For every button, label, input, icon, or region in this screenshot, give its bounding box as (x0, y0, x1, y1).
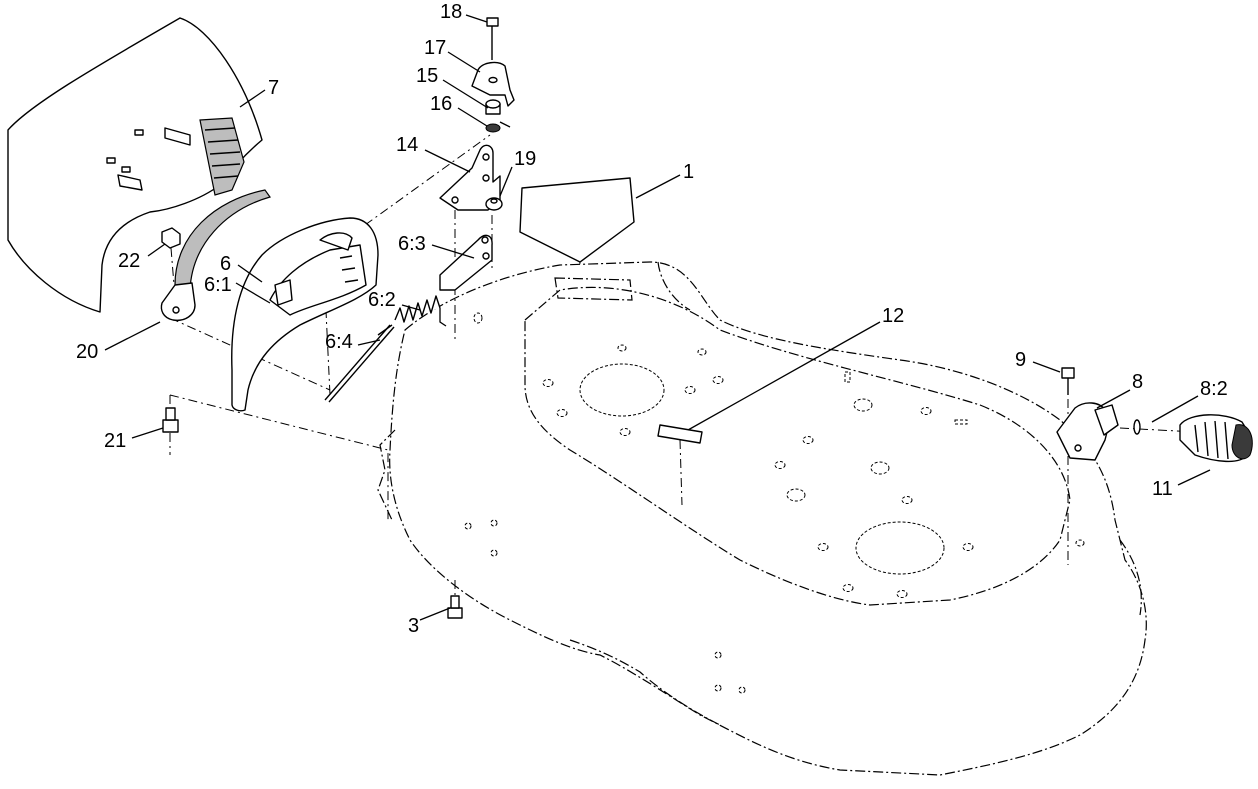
callout-20: 20 (76, 341, 98, 363)
mower-deck (377, 261, 1147, 776)
part-8-elbow-fitting (1056, 402, 1119, 461)
callout-12: 12 (882, 305, 904, 327)
leader-lines (104, 14, 1211, 621)
part-17-cap (471, 61, 515, 107)
part-18-bolt (486, 17, 499, 60)
callout-14: 14 (396, 134, 418, 156)
callout-21: 21 (104, 430, 126, 452)
callout-6-4: 6:4 (325, 331, 353, 353)
callout-8-2: 8:2 (1200, 378, 1228, 400)
callout-3: 3 (408, 615, 419, 637)
part-7-rear-shield (7, 17, 263, 313)
callout-6-1: 6:1 (204, 274, 232, 296)
callout-22: 22 (118, 250, 140, 272)
callout-17: 17 (424, 37, 446, 59)
part-6-chute-housing (231, 217, 379, 412)
callout-6-3: 6:3 (398, 233, 426, 255)
callout-8: 8 (1132, 371, 1143, 393)
part-6-1-curved-bar (174, 189, 271, 291)
part-6-3-bracket (439, 234, 493, 291)
part-21-bolt (162, 407, 179, 433)
part-20-bracket (160, 282, 196, 322)
callout-labels: 1 3 6 6:1 6:2 6:3 6:4 7 8 8:2 9 11 12 14… (76, 1, 1228, 637)
part-11-cap (1179, 414, 1253, 463)
part-1-decal (519, 177, 635, 263)
callout-1: 1 (683, 161, 694, 183)
callout-11: 11 (1152, 478, 1173, 500)
part-3-bolt (447, 595, 463, 619)
part-6-2-spring (394, 295, 447, 327)
callout-9: 9 (1015, 349, 1026, 371)
callout-6-2: 6:2 (368, 289, 396, 311)
part-8-2-o-ring (1133, 419, 1141, 435)
callout-19: 19 (514, 148, 536, 170)
part-9-bolt (1061, 367, 1075, 395)
part-15-spacer (485, 99, 501, 115)
assembly-lines (169, 134, 1197, 600)
callout-15: 15 (416, 65, 438, 87)
callout-18: 18 (440, 1, 462, 23)
part-22-nut (161, 227, 181, 286)
callout-6: 6 (220, 253, 231, 275)
part-16-spring-washer (485, 121, 511, 133)
part-12-decal (657, 424, 703, 444)
callout-7: 7 (268, 77, 279, 99)
part-19-nut (485, 197, 503, 211)
callout-16: 16 (430, 93, 452, 115)
part-6-4-rod (324, 324, 395, 403)
